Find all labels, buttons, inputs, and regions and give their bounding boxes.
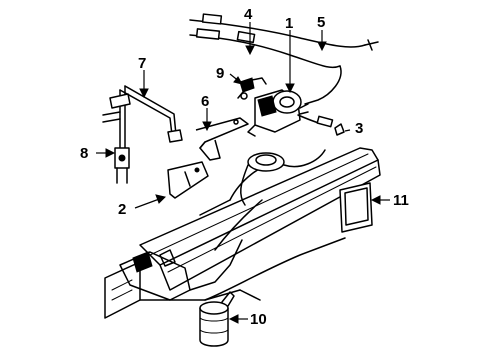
leader-lines bbox=[96, 22, 390, 324]
callout-9: 9 bbox=[216, 65, 224, 82]
cable-clip bbox=[334, 123, 345, 136]
callout-2: 2 bbox=[118, 201, 126, 218]
callout-1: 1 bbox=[285, 15, 293, 32]
callout-8: 8 bbox=[80, 145, 88, 162]
servo-bracket bbox=[195, 117, 249, 161]
cruise-control-cables bbox=[189, 13, 379, 128]
cruise-control-servo bbox=[247, 89, 309, 137]
callout-7: 7 bbox=[138, 55, 146, 72]
vacuum-valve bbox=[237, 77, 267, 100]
callout-4: 4 bbox=[244, 6, 253, 23]
callout-3: 3 bbox=[355, 120, 363, 137]
vacuum-hose-assembly bbox=[102, 85, 183, 184]
vacuum-reservoir bbox=[199, 291, 235, 347]
callout-11: 11 bbox=[393, 192, 409, 209]
callout-labels: 1 2 3 4 5 6 7 8 9 10 11 bbox=[80, 6, 409, 328]
vehicle-body-structure bbox=[104, 147, 381, 319]
callout-10: 10 bbox=[250, 311, 267, 328]
mounting-bracket bbox=[167, 161, 209, 199]
control-module bbox=[339, 182, 373, 233]
callout-6: 6 bbox=[201, 93, 209, 110]
callout-5: 5 bbox=[317, 14, 325, 31]
